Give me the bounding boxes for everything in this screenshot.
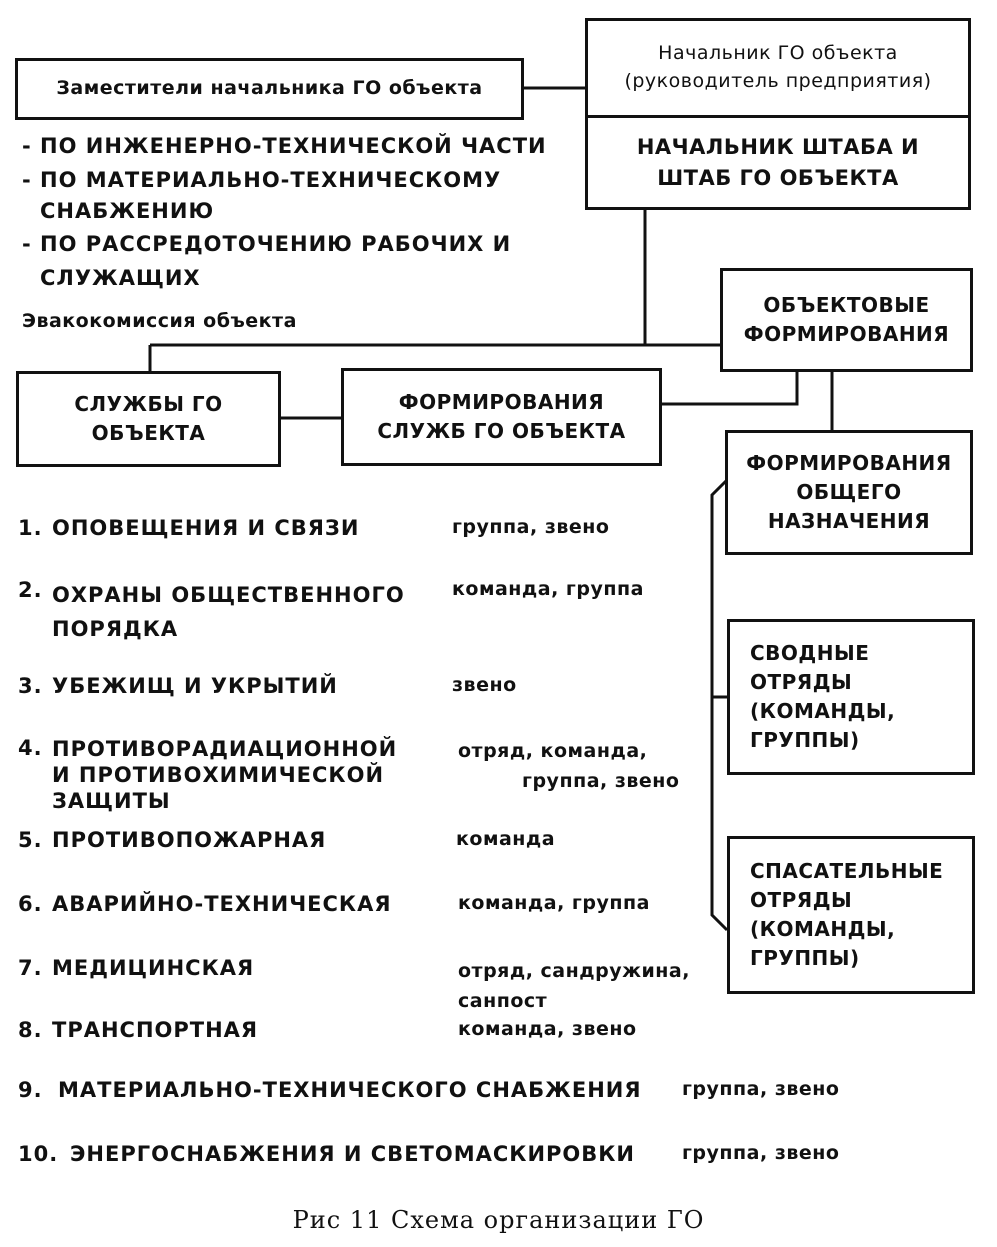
service-units: группа, звено — [682, 1078, 840, 1100]
services-box: СЛУЖБЫ ГО ОБЪЕКТА — [16, 371, 281, 467]
staff-box: НАЧАЛЬНИК ШТАБА И ШТАБ ГО ОБЪЕКТА — [585, 115, 971, 210]
service-units: команда — [456, 828, 556, 850]
head-label: Начальник ГО объекта (руководитель предп… — [624, 42, 932, 92]
staff-label: НАЧАЛЬНИК ШТАБА И ШТАБ ГО ОБЪЕКТА — [636, 135, 920, 190]
service-name: МЕДИЦИНСКАЯ — [52, 956, 255, 980]
general-formations-label: ФОРМИРОВАНИЯ ОБЩЕГО НАЗНАЧЕНИЯ — [746, 451, 952, 533]
deputy-item: - ПО РАССРЕДОТОЧЕНИЮ РАБОЧИХ И — [22, 232, 512, 256]
service-number: 5. — [18, 828, 43, 852]
service-units: группа, звено — [682, 1142, 840, 1164]
service-number: 4. — [18, 736, 43, 760]
line-bracket-general — [710, 478, 729, 932]
service-formations-box: ФОРМИРОВАНИЯ СЛУЖБ ГО ОБЪЕКТА — [341, 368, 662, 466]
line-formations-objects — [660, 370, 799, 406]
service-name: АВАРИЙНО-ТЕХНИЧЕСКАЯ — [52, 892, 392, 916]
service-number: 9. — [18, 1078, 43, 1102]
service-number: 7. — [18, 956, 43, 980]
services-label: СЛУЖБЫ ГО ОБЪЕКТА — [74, 392, 223, 445]
deputy-item: - ПО МАТЕРИАЛЬНО-ТЕХНИЧЕСКОМУ — [22, 168, 502, 192]
service-name: УБЕЖИЩ И УКРЫТИЙ — [52, 674, 338, 698]
object-formations-label: ОБЪЕКТОВЫЕ ФОРМИРОВАНИЯ — [743, 293, 950, 346]
service-name: ЭНЕРГОСНАБЖЕНИЯ И СВЕТОМАСКИРОВКИ — [70, 1142, 636, 1166]
deputies-label: Заместители начальника ГО объекта — [56, 77, 483, 100]
service-name: ОПОВЕЩЕНИЯ И СВЯЗИ — [52, 516, 360, 540]
service-units: команда, звено — [458, 1018, 637, 1040]
service-number: 6. — [18, 892, 43, 916]
combined-units-label: СВОДНЫЕ ОТРЯДЫ (КОМАНДЫ, ГРУППЫ) — [750, 641, 896, 752]
combined-units-box: СВОДНЫЕ ОТРЯДЫ (КОМАНДЫ, ГРУППЫ) — [727, 619, 975, 775]
service-number: 3. — [18, 674, 43, 698]
service-formations-label: ФОРМИРОВАНИЯ СЛУЖБ ГО ОБЪЕКТА — [377, 390, 626, 443]
service-number: 8. — [18, 1018, 43, 1042]
service-number: 1. — [18, 516, 43, 540]
service-units: команда, группа — [458, 892, 650, 914]
service-number: 2. — [18, 578, 43, 602]
service-name: ОХРАНЫ ОБЩЕСТВЕННОГО ПОРЯДКА — [52, 583, 405, 641]
deputy-item: СЛУЖАЩИХ — [40, 266, 201, 290]
deputy-item: СНАБЖЕНИЮ — [40, 199, 215, 223]
service-name: ПРОТИВОПОЖАРНАЯ — [52, 828, 327, 852]
service-units: звено — [452, 674, 517, 696]
object-formations-box: ОБЪЕКТОВЫЕ ФОРМИРОВАНИЯ — [720, 268, 973, 372]
deputy-item: - ПО ИНЖЕНЕРНО-ТЕХНИЧЕСКОЙ ЧАСТИ — [22, 134, 547, 158]
rescue-units-box: СПАСАТЕЛЬНЫЕ ОТРЯДЫ (КОМАНДЫ, ГРУППЫ) — [727, 836, 975, 994]
service-name: ТРАНСПОРТНАЯ — [52, 1018, 259, 1042]
service-units: команда, группа — [452, 578, 644, 600]
service-name: ПРОТИВОРАДИАЦИОННОЙ И ПРОТИВОХИМИЧЕСКОЙ … — [52, 737, 398, 813]
general-formations-box: ФОРМИРОВАНИЯ ОБЩЕГО НАЗНАЧЕНИЯ — [725, 430, 973, 555]
service-units: отряд, команда, группа, звено — [458, 740, 680, 792]
deputies-box: Заместители начальника ГО объекта — [15, 58, 524, 120]
rescue-units-label: СПАСАТЕЛЬНЫЕ ОТРЯДЫ (КОМАНДЫ, ГРУППЫ) — [750, 859, 944, 970]
service-name: МАТЕРИАЛЬНО-ТЕХНИЧЕСКОГО СНАБЖЕНИЯ — [58, 1078, 642, 1102]
figure-caption: Рис 11 Схема организации ГО — [292, 1206, 705, 1234]
service-units: отряд, сандружина, санпост — [458, 960, 690, 1012]
head-box: Начальник ГО объекта (руководитель предп… — [585, 18, 971, 118]
evac-commission: Эвакокомиссия объекта — [22, 310, 297, 332]
service-number: 10. — [18, 1142, 59, 1166]
service-units: группа, звено — [452, 516, 610, 538]
